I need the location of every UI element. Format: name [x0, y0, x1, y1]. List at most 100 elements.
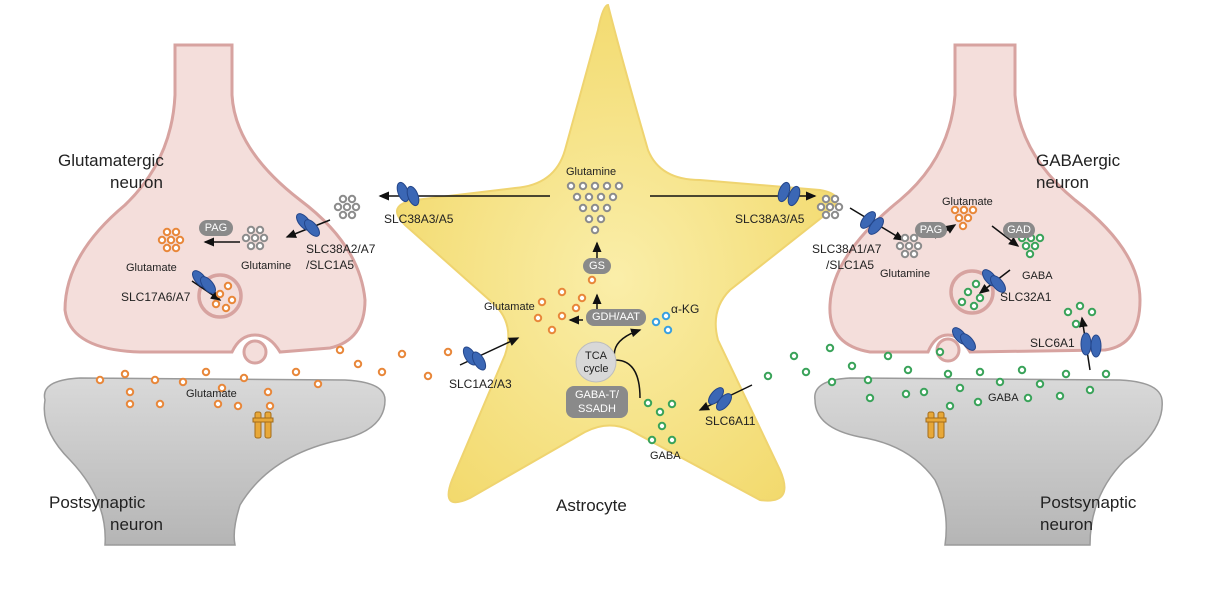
astrocyte-label: Astrocyte — [556, 496, 627, 515]
gaba-molecule — [957, 297, 967, 307]
gaba-molecule — [935, 347, 945, 357]
glutamate-molecule — [313, 379, 323, 389]
glutamate-molecule — [423, 371, 433, 381]
gabaergic-neuron-label: neuron — [1036, 173, 1089, 192]
glutamine-molecule — [900, 249, 910, 259]
glutamine-molecule — [913, 241, 923, 251]
gdh-aat-enzyme: GDH/AAT — [586, 309, 646, 326]
gaba-molecule — [975, 367, 985, 377]
glutamine-molecule — [255, 241, 265, 251]
gaba-molecule — [1063, 307, 1073, 317]
left-glutamate-label: Glutamate — [126, 262, 177, 274]
gaba-molecule — [1035, 233, 1045, 243]
pag-left-enzyme: PAG — [199, 220, 233, 236]
glutamine-molecule — [584, 192, 594, 202]
glutamate-molecule — [533, 313, 543, 323]
glutamate-molecule — [353, 359, 363, 369]
glutamate-molecule — [150, 375, 160, 385]
gaba-molecule — [1061, 369, 1071, 379]
glutamine-molecule — [909, 233, 919, 243]
glutamate-molecule — [125, 399, 135, 409]
gaba-molecule — [1017, 365, 1027, 375]
glutamate-molecule — [263, 387, 273, 397]
glutamate-molecule — [95, 375, 105, 385]
glutamate-molecule — [162, 243, 172, 253]
transporter-slc1a2 — [462, 346, 487, 371]
transporter-slc38a2 — [296, 213, 320, 237]
molecules — [95, 181, 1111, 445]
glutamine-molecule — [904, 241, 914, 251]
glutamine-molecule — [590, 225, 600, 235]
gaba-molecule — [969, 301, 979, 311]
glutamine-molecule — [821, 210, 831, 220]
gaba-molecule — [825, 343, 835, 353]
glutamine-molecule — [246, 241, 256, 251]
glutamate-molecule — [537, 297, 547, 307]
gaba-molecule — [1101, 369, 1111, 379]
gaba-molecule — [827, 377, 837, 387]
gaba-molecule — [973, 397, 983, 407]
slc38a2-label-2: /SLC1A5 — [306, 258, 355, 272]
gaba-molecule — [883, 351, 893, 361]
glutamate-molecule — [171, 243, 181, 253]
glutamate-molecule — [201, 367, 211, 377]
postsynaptic-neuron-left — [43, 377, 386, 546]
transporter-slc38a3-right — [777, 181, 801, 207]
glutamine-molecule — [834, 202, 844, 212]
gaba-t-line-2: SSADH — [578, 403, 616, 415]
slc38a3-right-label: SLC38A3/A5 — [735, 212, 805, 226]
glutamine-molecule — [246, 225, 256, 235]
glutamate-molecule — [377, 367, 387, 377]
glutamate-molecule — [958, 221, 968, 231]
transporter-slc38a3-left — [396, 181, 420, 207]
glutamatergic-label: Glutamatergic — [58, 151, 164, 170]
gaba-molecule — [1087, 307, 1097, 317]
glutamine-molecule — [590, 181, 600, 191]
tca-label-2: cycle — [583, 363, 609, 375]
glutamine-molecule — [895, 241, 905, 251]
glutamate-molecule — [171, 227, 181, 237]
glutamate-molecule — [291, 367, 301, 377]
gs-enzyme: GS — [583, 258, 611, 274]
gabaergic-label: GABAergic — [1036, 151, 1121, 170]
glutamate-molecule — [213, 399, 223, 409]
glutamate-molecule — [155, 399, 165, 409]
glutamate-molecule — [265, 401, 275, 411]
tca-cycle-circle — [575, 341, 617, 383]
glutamine-molecule — [590, 203, 600, 213]
slc6a1-label: SLC6A1 — [1030, 336, 1075, 350]
gaba-molecule — [943, 369, 953, 379]
glutamine-molecule — [347, 210, 357, 220]
right-glutamine-label: Glutamine — [880, 268, 931, 280]
gaba-molecule — [847, 361, 857, 371]
gaba-molecule — [667, 399, 677, 409]
gaba-molecule — [1021, 241, 1031, 251]
glutamine-molecule — [578, 181, 588, 191]
transporter-slc6a1 — [1080, 332, 1102, 358]
glutamate-molecule — [175, 235, 185, 245]
cleft-gaba-label: GABA — [988, 392, 1019, 404]
glutamate-molecule — [125, 387, 135, 397]
glutamate-molecule — [397, 349, 407, 359]
glutamate-molecule — [335, 345, 345, 355]
slc32a1-label: SLC32A1 — [1000, 290, 1052, 304]
gaba-molecule — [971, 279, 981, 289]
gaba-molecule — [667, 435, 677, 445]
glutamine-molecule — [578, 203, 588, 213]
glutamine-molecule — [900, 233, 910, 243]
slc38a3-left-label: SLC38A3/A5 — [384, 212, 454, 226]
glutamine-molecule — [816, 202, 826, 212]
pag-right-enzyme: PAG — [915, 222, 947, 238]
glutamate-molecule — [120, 369, 130, 379]
gaba-molecule — [1071, 319, 1081, 329]
right-gaba-label: GABA — [1022, 270, 1053, 282]
slc17a6-label: SLC17A6/A7 — [121, 290, 191, 304]
glutamine-molecule — [351, 202, 361, 212]
glutamine-molecule — [338, 194, 348, 204]
postsynaptic-right-neuron-label: neuron — [1040, 515, 1093, 534]
gaba-molecule — [643, 398, 653, 408]
slc6a11-label: SLC6A11 — [705, 414, 756, 428]
gaba-molecule — [789, 351, 799, 361]
glutamine-molecule — [909, 249, 919, 259]
slc38a1-label-1: SLC38A1/A7 — [812, 242, 882, 256]
